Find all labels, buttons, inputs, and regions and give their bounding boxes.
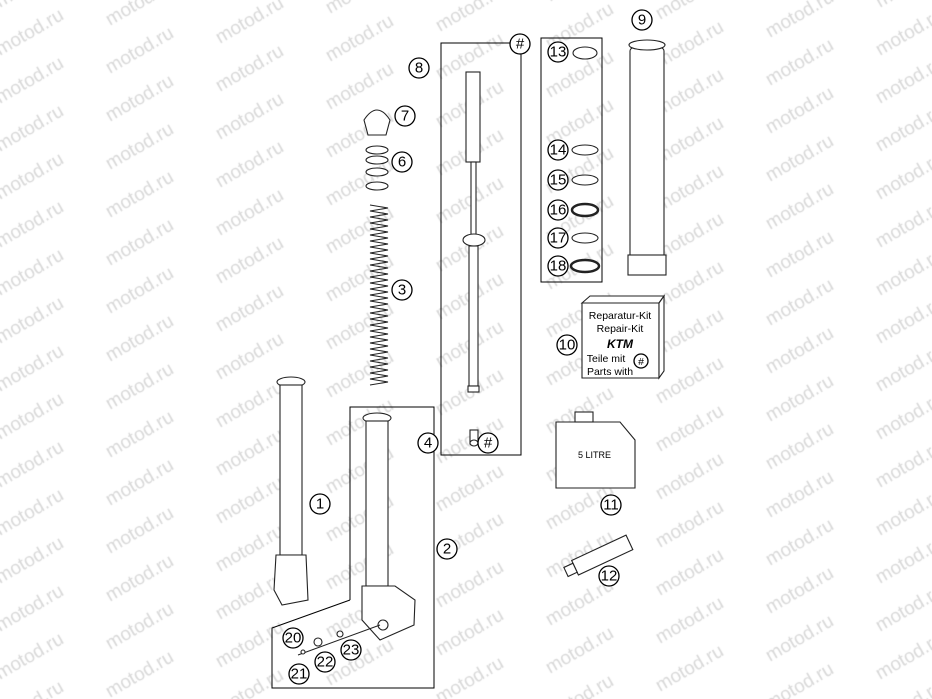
callout-number: 3	[398, 282, 406, 299]
cartridge-part	[462, 71, 486, 445]
callout-number: 8	[415, 60, 423, 77]
callout-number: 12	[601, 568, 618, 585]
callout-1: 1	[309, 493, 331, 515]
callout-20: 20	[282, 627, 304, 649]
repair-kit-box: Reparatur-Kit Repair-Kit KTM Teile mit P…	[580, 294, 666, 380]
callout-number: 4	[424, 435, 432, 452]
seal-kit-bracket	[540, 37, 603, 283]
callout-number: #	[516, 36, 525, 53]
callout-number: 23	[343, 642, 360, 659]
callout-17: 17	[547, 227, 569, 249]
kit-text-en: Repair-Kit	[597, 323, 644, 335]
callout-number: 9	[638, 12, 646, 29]
axle-clamp-parts	[297, 624, 381, 656]
ktm-logo: KTM	[607, 337, 634, 351]
callout-number: 16	[550, 202, 567, 219]
callout-21: 21	[288, 663, 310, 685]
callout-4: 4	[417, 432, 439, 454]
callout-13: 13	[547, 41, 569, 63]
callout-11: 11	[600, 494, 622, 516]
callout-number: 2	[443, 541, 451, 558]
callout-number: 7	[401, 108, 409, 125]
callout-2: 2	[436, 538, 458, 560]
callout-8: 8	[408, 57, 430, 79]
callout-number: 15	[550, 172, 567, 189]
callout-23: 23	[340, 639, 362, 661]
seal-rings	[569, 46, 601, 274]
callout-7: 7	[394, 105, 416, 127]
callout-number: 6	[398, 154, 406, 171]
callout-number: 17	[550, 230, 567, 247]
kit-text-parts-de: Teile mit	[587, 353, 626, 365]
cap-and-washers	[363, 109, 391, 191]
callout-3: 3	[391, 279, 413, 301]
fork-leg-1-part	[273, 376, 309, 606]
callout-number: 13	[550, 44, 567, 61]
callout-number: 20	[285, 630, 302, 647]
o-ring-part	[469, 439, 479, 447]
callout-number: 10	[559, 337, 576, 354]
kit-text-de: Reparatur-Kit	[589, 310, 652, 322]
callout-22: 22	[314, 651, 336, 673]
cartridge-bracket	[440, 42, 522, 456]
spring-part	[369, 204, 389, 386]
callout-number: #	[484, 435, 493, 452]
callout-number: 22	[317, 654, 334, 671]
callout-12: 12	[598, 565, 620, 587]
callout-10: 10	[556, 334, 578, 356]
callout-number: 18	[550, 258, 567, 275]
callout-number: 1	[316, 496, 324, 513]
fork-leg-2-part	[361, 412, 416, 641]
kit-text-parts-en: Parts with	[587, 366, 633, 378]
outer-tube-part	[627, 39, 667, 276]
callout-18: 18	[547, 255, 569, 277]
fork-leg-bracket	[271, 406, 435, 689]
callout-9: 9	[631, 9, 653, 31]
kit-hash-mark: #	[638, 356, 644, 368]
callout-16: 16	[547, 199, 569, 221]
callout-number: 21	[291, 666, 308, 683]
oil-can-label: 5 LITRE	[578, 450, 611, 460]
callout-hash-4: #	[477, 432, 499, 454]
callout-6: 6	[391, 151, 413, 173]
oil-can: 5 LITRE	[555, 411, 636, 489]
grease-tube	[563, 534, 634, 578]
callout-number: 14	[550, 142, 567, 159]
callout-14: 14	[547, 139, 569, 161]
callout-15: 15	[547, 169, 569, 191]
callout-hash-top: #	[509, 33, 531, 55]
callout-number: 11	[603, 497, 619, 514]
